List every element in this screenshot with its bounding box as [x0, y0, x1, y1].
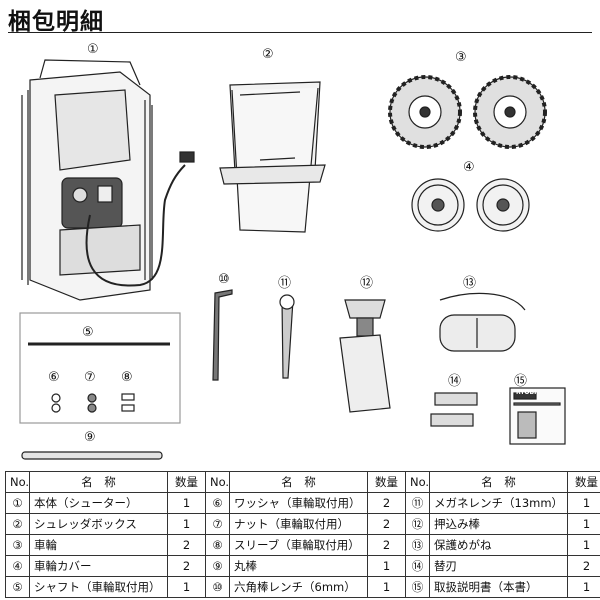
cell-qty: 2	[168, 556, 206, 577]
cell-qty: 2	[168, 535, 206, 556]
cell-qty: 2	[368, 535, 406, 556]
table-row: ④ 車輪カバー 2 ⑨ 丸棒 1 ⑭ 替刃 2	[6, 556, 600, 577]
hex-wrench-illustration	[213, 290, 232, 380]
cell-name: 本体（シューター）	[30, 493, 168, 514]
hardware-parts-illustration	[20, 313, 180, 423]
parts-illustration	[0, 0, 600, 470]
shredder-body-illustration	[22, 60, 194, 300]
cell-name: 車輪	[30, 535, 168, 556]
item-number-13: ⑬	[463, 272, 476, 291]
cell-qty: 1	[168, 514, 206, 535]
cell-no: ⑫	[406, 514, 430, 535]
cell-no: ③	[6, 535, 30, 556]
cell-no: ⑨	[206, 556, 230, 577]
cell-qty: 1	[568, 577, 600, 598]
cell-qty: 1	[168, 577, 206, 598]
table-row: ③ 車輪 2 ⑧ スリーブ（車輪取付用） 2 ⑬ 保護めがね 1	[6, 535, 600, 556]
cell-no: ⑦	[206, 514, 230, 535]
table-row: ② シュレッダボックス 1 ⑦ ナット（車輪取付用） 2 ⑫ 押込み棒 1	[6, 514, 600, 535]
cell-qty: 1	[568, 514, 600, 535]
cell-no: ⑧	[206, 535, 230, 556]
cell-name: スリーブ（車輪取付用）	[230, 535, 368, 556]
cell-name: ワッシャ（車輪取付用）	[230, 493, 368, 514]
manual-brand-text: RYOBI	[516, 389, 536, 396]
cell-name: 丸棒	[230, 556, 368, 577]
item-number-3: ③	[455, 50, 467, 65]
cell-qty: 1	[368, 577, 406, 598]
table-row: ⑤ シャフト（車輪取付用） 1 ⑩ 六角棒レンチ（6mm） 1 ⑮ 取扱説明書（…	[6, 577, 600, 598]
header-no: No.	[406, 472, 430, 493]
cell-name: 取扱説明書（本書）	[430, 577, 568, 598]
header-no: No.	[6, 472, 30, 493]
cell-no: ⑪	[406, 493, 430, 514]
item-number-2: ②	[262, 47, 274, 62]
item-number-8: ⑧	[121, 370, 133, 385]
item-number-5: ⑤	[82, 325, 94, 340]
header-qty: 数量	[568, 472, 600, 493]
box-wrench-illustration	[280, 295, 294, 378]
table-row: ① 本体（シューター） 1 ⑥ ワッシャ（車輪取付用） 2 ⑪ メガネレンチ（1…	[6, 493, 600, 514]
item-number-12: ⑫	[360, 272, 373, 291]
manual-illustration	[510, 388, 565, 444]
cell-qty: 1	[568, 493, 600, 514]
cell-no: ⑬	[406, 535, 430, 556]
cell-name: 六角棒レンチ（6mm）	[230, 577, 368, 598]
header-name: 名 称	[30, 472, 168, 493]
cell-qty: 2	[368, 514, 406, 535]
cell-no: ②	[6, 514, 30, 535]
replacement-blades-illustration	[431, 393, 477, 426]
shredder-box-illustration	[220, 82, 325, 232]
item-number-11: ⑪	[278, 272, 291, 291]
header-name: 名 称	[230, 472, 368, 493]
table-header-row: No. 名 称 数量 No. 名 称 数量 No. 名 称 数量	[6, 472, 600, 493]
cell-no: ①	[6, 493, 30, 514]
cell-qty: 1	[568, 535, 600, 556]
item-number-15: ⑮	[514, 370, 527, 389]
item-number-1: ①	[87, 42, 99, 57]
cell-no: ⑮	[406, 577, 430, 598]
item-number-6: ⑥	[48, 370, 60, 385]
header-qty: 数量	[168, 472, 206, 493]
item-number-10: ⑩	[218, 272, 230, 287]
parts-table: No. 名 称 数量 No. 名 称 数量 No. 名 称 数量 ① 本体（シュ…	[5, 471, 600, 598]
item-number-14: ⑭	[448, 370, 461, 389]
round-bar-illustration	[22, 452, 162, 459]
cell-name: メガネレンチ（13mm）	[430, 493, 568, 514]
cell-name: 押込み棒	[430, 514, 568, 535]
header-no: No.	[206, 472, 230, 493]
cell-name: 替刃	[430, 556, 568, 577]
item-number-7: ⑦	[84, 370, 96, 385]
cell-name: シャフト（車輪取付用）	[30, 577, 168, 598]
cell-name: ナット（車輪取付用）	[230, 514, 368, 535]
header-qty: 数量	[368, 472, 406, 493]
cell-no: ⑭	[406, 556, 430, 577]
wheel-covers-illustration	[412, 179, 529, 231]
cell-no: ⑤	[6, 577, 30, 598]
cell-name: 車輪カバー	[30, 556, 168, 577]
wheels-illustration	[390, 77, 545, 147]
cell-qty: 1	[368, 556, 406, 577]
cell-no: ④	[6, 556, 30, 577]
cell-name: シュレッダボックス	[30, 514, 168, 535]
item-number-9: ⑨	[84, 430, 96, 445]
safety-goggles-illustration	[440, 293, 525, 351]
cell-qty: 2	[368, 493, 406, 514]
cell-no: ⑩	[206, 577, 230, 598]
cell-qty: 2	[568, 556, 600, 577]
cell-qty: 1	[168, 493, 206, 514]
header-name: 名 称	[430, 472, 568, 493]
item-number-4: ④	[463, 160, 475, 175]
cell-no: ⑥	[206, 493, 230, 514]
cell-name: 保護めがね	[430, 535, 568, 556]
pusher-stick-illustration	[340, 300, 390, 412]
